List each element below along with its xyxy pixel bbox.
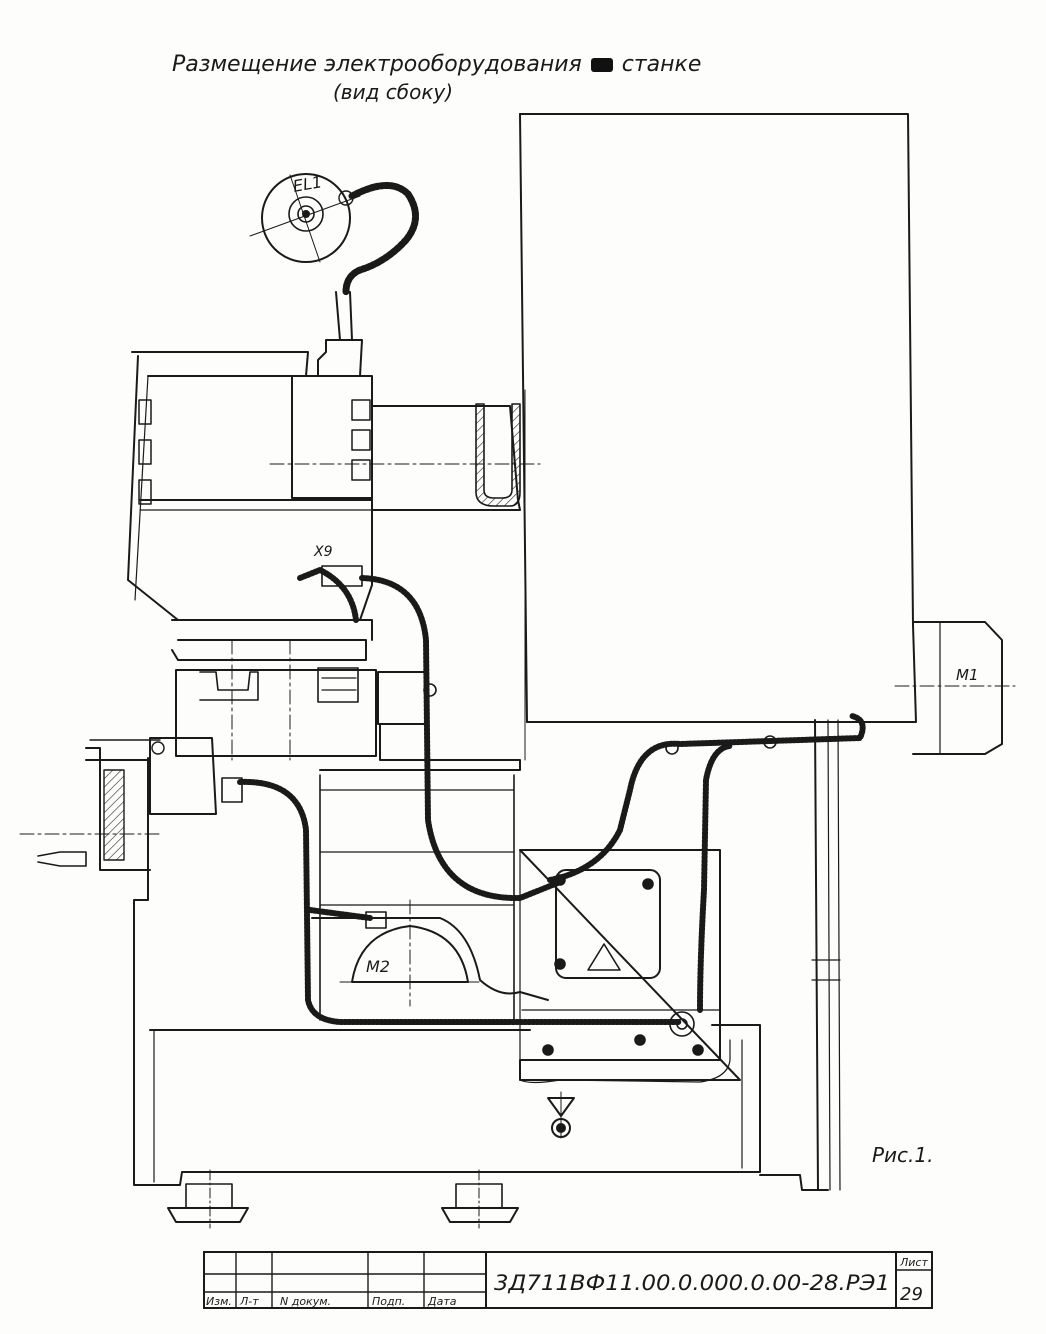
work-lamp-el1 — [249, 173, 361, 263]
lamp-cable — [342, 182, 419, 296]
spindle-guard — [475, 403, 521, 507]
column-date: Дата — [427, 1295, 457, 1308]
machine-base — [133, 757, 761, 1186]
document-designation: 3Д711ВФ11.00.0.000.0.00-28.РЭ1 — [494, 1271, 890, 1295]
title-block — [203, 1251, 933, 1309]
junction-box — [519, 849, 741, 1084]
column-izm: Изм. — [206, 1295, 232, 1308]
earth-symbol-icon — [547, 1091, 575, 1139]
drawing-subtitle: (вид сбоку) — [333, 80, 454, 104]
cable-conduits — [237, 567, 866, 1025]
machine-frame-right — [759, 719, 841, 1191]
electrical-cabinet — [519, 113, 917, 761]
label-x9: X9 — [313, 544, 333, 560]
redacted-mark — [590, 58, 613, 72]
conduit-connectors — [221, 565, 777, 1056]
motor-m1 — [894, 621, 1016, 755]
label-m2: M2 — [366, 957, 390, 976]
figure-caption: Рис.1. — [872, 1143, 934, 1167]
table-assembly — [171, 619, 521, 771]
sheet-label: Лист — [899, 1256, 928, 1269]
label-el1: EL1 — [291, 172, 323, 196]
motor-m2 — [311, 899, 549, 1007]
column-doc-number: N докум. — [280, 1295, 331, 1308]
feed-box — [19, 737, 217, 871]
column-list: Л-т — [239, 1295, 259, 1308]
title-part-1: Размещение электрооборудования — [172, 52, 582, 77]
lamp-post — [317, 291, 363, 377]
title-part-2: станке — [621, 52, 702, 77]
column-signature: Подп. — [372, 1295, 405, 1308]
label-m1: M1 — [956, 666, 979, 684]
sheet-number: 29 — [900, 1284, 923, 1305]
drawing-title: Размещение электрооборудования станке — [172, 52, 701, 77]
leveling-feet — [167, 1169, 519, 1229]
